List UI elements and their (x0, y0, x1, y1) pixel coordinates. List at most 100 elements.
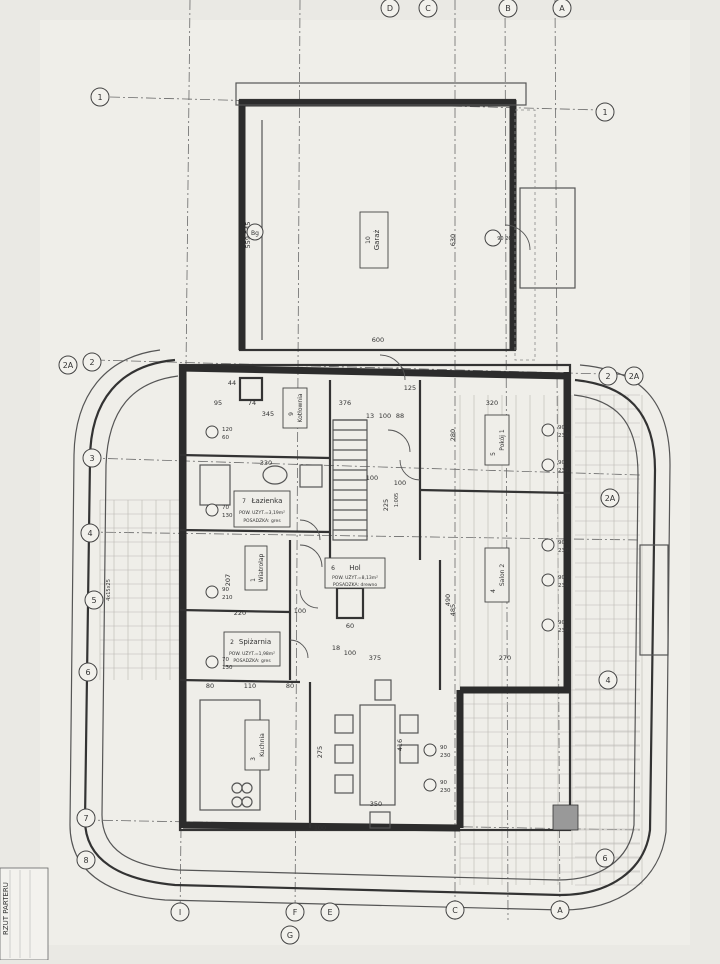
dim-garage-width: 600 (372, 336, 384, 344)
opening-height: 230 (558, 583, 569, 589)
grid-bubble-bottom: F (285, 902, 305, 922)
room-labels: 10 Garaż 9 Kotłownia 7 Łazienka POW. UŻY… (223, 211, 510, 771)
cs-marker: 90 205 (497, 236, 515, 242)
dim-60: 60 (346, 622, 354, 630)
grid-bubble-left: 5 (84, 590, 104, 610)
opening-width: 90 (558, 540, 565, 546)
opening-height: 230 (558, 433, 569, 439)
grid-bubble-left: 1 (90, 87, 110, 107)
grid-bubble-bottom: C (445, 900, 465, 920)
dim-320: 320 (486, 399, 498, 407)
svg-text:1: 1 (602, 108, 607, 117)
svg-text:2: 2 (605, 372, 610, 381)
svg-text:4: 4 (605, 676, 610, 685)
dim-100b: 100 (394, 479, 406, 487)
svg-text:D: D (387, 4, 393, 13)
svg-text:2A: 2A (605, 494, 616, 503)
dim-375: 375 (369, 654, 381, 662)
room-hall-floor: POSADZKA: drewno (333, 582, 378, 588)
grid-bubble-left: 3 (82, 448, 102, 468)
opening-width: 90 (222, 587, 229, 593)
svg-text:3: 3 (89, 454, 94, 463)
svg-text:6: 6 (85, 668, 90, 677)
grid-bubble-top: A (552, 0, 572, 18)
dim-490: 490 (444, 594, 452, 606)
svg-text:B: B (505, 4, 511, 13)
room-salon-no: 4 (490, 589, 497, 593)
svg-text:A: A (559, 4, 565, 13)
room-garage-name: Garaż (373, 229, 381, 250)
opening-height: 210 (222, 595, 233, 601)
terrace-paving (99, 394, 643, 886)
staircase (332, 419, 368, 541)
misc-labels: Bg 90 205 1:005 4x15x25 (106, 223, 515, 601)
room-bathroom-floor: POSADZKA: gres (243, 518, 281, 524)
svg-text:I: I (179, 908, 181, 917)
dim-345: 345 (262, 410, 274, 418)
room-pantry-area: POW. UŻYT.=1,98m² (229, 650, 275, 657)
dim-225: 225 (382, 499, 390, 511)
dim-110: 110 (244, 682, 256, 690)
room-bathroom-no: 7 (242, 498, 246, 505)
grid-bubble-bottom: E (320, 902, 340, 922)
sheet-title: RZUT PARTERU (2, 882, 10, 935)
opening-width: 70 (222, 505, 229, 511)
svg-text:F: F (293, 908, 298, 917)
grid-bubble-left: 2 (82, 352, 102, 372)
opening-width: 90 (558, 425, 565, 431)
dim-80a: 80 (206, 682, 214, 690)
room-kitchen-name: Kuchnia (259, 733, 266, 757)
opening-width: 90 (558, 460, 565, 466)
svg-text:7: 7 (83, 814, 88, 823)
grid-bubble-right: 2 (598, 366, 618, 386)
svg-text:2: 2 (89, 358, 94, 367)
svg-text:2A: 2A (63, 361, 74, 370)
grid-bubble-right: 2A (600, 488, 620, 508)
grid-bubble-left: 7 (76, 808, 96, 828)
svg-text:8: 8 (83, 856, 88, 865)
opening-height: 230 (440, 788, 451, 794)
room-pantry-no: 2 (230, 639, 234, 646)
grid-bubble-left: 8 (76, 850, 96, 870)
svg-text:5: 5 (91, 596, 96, 605)
opening-height: 130 (222, 513, 233, 519)
svg-text:1: 1 (97, 93, 102, 102)
title-block: RZUT PARTERU (0, 867, 49, 961)
dim-485: 485 (449, 604, 457, 616)
dim-100e: 100 (314, 824, 326, 832)
grid-bubble-right: 1 (595, 102, 615, 122)
svg-text:G: G (287, 931, 293, 940)
room-pantry-name: Spiżarnia (239, 638, 271, 646)
room-salon-name: Salon 2 (499, 564, 506, 587)
grid-bubble-top: B (498, 0, 518, 18)
dim-95: 95 (214, 399, 222, 407)
dim-12: 12 (396, 366, 404, 374)
room-room1-name: Pokój 1 (499, 429, 506, 451)
room-boiler-no: 9 (288, 412, 295, 416)
dim-350: 350 (370, 800, 382, 808)
room-kitchen-no: 3 (250, 757, 257, 761)
dim-garage-height: 630 (449, 234, 457, 246)
svg-text:6: 6 (602, 854, 607, 863)
landing-marker: 1:005 (394, 493, 400, 507)
dim-416: 416 (396, 739, 404, 751)
dim-207: 207 (224, 574, 232, 586)
dim-220: 220 (234, 609, 246, 617)
svg-text:4: 4 (87, 529, 92, 538)
room-garage-no: 10 (365, 236, 372, 244)
grid-bubble-top: C (418, 0, 438, 18)
grid-bubble-left-extra: 2A (58, 355, 78, 375)
dim-74: 74 (248, 399, 256, 407)
opening-width: 90 (440, 745, 447, 751)
opening-width: 90 (440, 780, 447, 786)
